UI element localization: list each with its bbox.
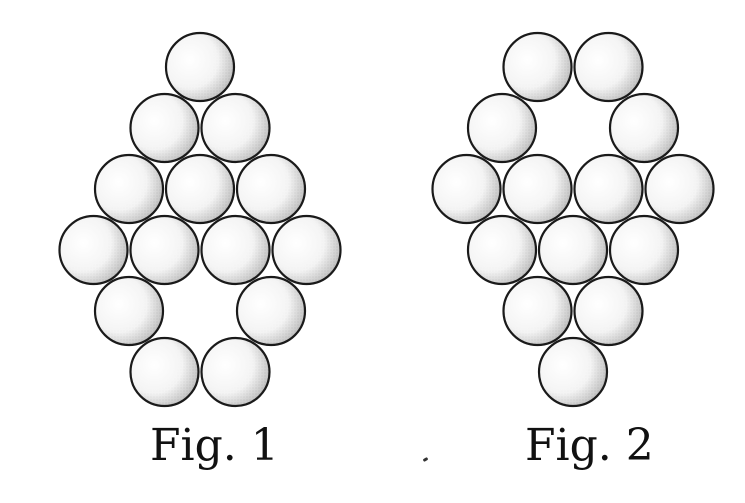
circle: [466, 92, 538, 164]
circle: [644, 153, 715, 225]
circle: [235, 275, 307, 347]
circle: [164, 31, 236, 103]
figure-1-circles: [58, 31, 342, 408]
circle: [129, 92, 200, 164]
circle: [502, 275, 573, 347]
circle: [164, 153, 236, 225]
circle: [93, 153, 165, 225]
circle: [502, 153, 573, 225]
circle: [200, 336, 271, 408]
circle: [93, 275, 165, 347]
circle: [58, 214, 129, 286]
figure-1-caption: Fig. 1: [150, 420, 279, 471]
circle: [200, 214, 271, 286]
circle: [573, 31, 644, 103]
circle: [537, 214, 609, 286]
circle: [466, 214, 538, 286]
circle: [573, 275, 644, 347]
circle: [431, 153, 502, 225]
circle: [502, 31, 573, 103]
circle: [537, 336, 609, 408]
figure-2-circles: [431, 31, 715, 408]
circle: [573, 153, 644, 225]
circle: [608, 214, 680, 286]
circle: [271, 214, 342, 286]
figure-2-caption: Fig. 2: [525, 420, 654, 471]
circle: [200, 92, 271, 164]
circle: [129, 214, 200, 286]
circle: [608, 92, 680, 164]
circle: [235, 153, 307, 225]
circle: [129, 336, 200, 408]
